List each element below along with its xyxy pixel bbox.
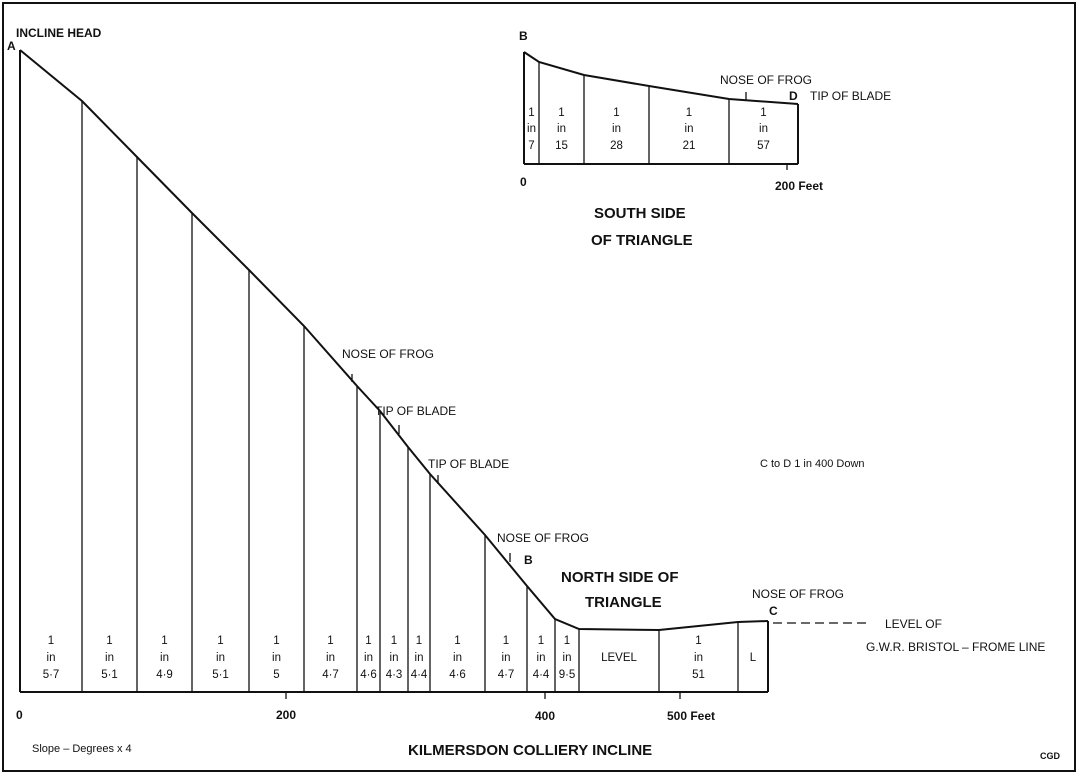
gradient-label: 4·3 [386, 669, 403, 681]
annotation-nose-of-frog-2: NOSE OF FROG [497, 531, 589, 545]
point-c-label: C [769, 604, 778, 618]
gradient-label: 57 [757, 140, 770, 152]
gradient-label: L [750, 652, 757, 664]
north-side-profile: 1in5·71in5·11in4·91in5·11in51in4·71in4·6… [19, 49, 769, 693]
gradient-label: 4·4 [411, 669, 428, 681]
gradient-label: 4·4 [533, 669, 550, 681]
gradient-label: 4·7 [498, 669, 515, 681]
south-axis-label-0: 0 [520, 175, 527, 189]
gradient-label: 4·6 [449, 669, 466, 681]
c-to-d-note: C to D 1 in 400 Down [760, 458, 865, 470]
gradient-label: 4·7 [322, 669, 339, 681]
north-side-heading-2: TRIANGLE [585, 594, 662, 611]
gradient-label: 1 [528, 107, 534, 119]
south-side-profile: 1 in 7 1 in 15 1 in 28 1 in 21 1 in 57 [523, 51, 799, 165]
diagram-title: KILMERSDON COLLIERY INCLINE [408, 742, 652, 759]
point-a-label: A [7, 39, 16, 53]
gradient-label: in [364, 652, 373, 664]
gradient-label: 9·5 [559, 669, 576, 681]
north-side-heading-1: NORTH SIDE OF [561, 569, 679, 586]
gradient-label: 15 [555, 140, 568, 152]
gradient-label: 28 [610, 140, 623, 152]
gradient-label: in [105, 652, 114, 664]
point-d-label: D [789, 89, 798, 103]
gradient-label: in [502, 652, 511, 664]
gradient-label: in [160, 652, 169, 664]
gradient-label: 1 [365, 635, 371, 647]
gradient-label: in [612, 123, 621, 135]
south-axis-label-200-feet: 200 Feet [775, 179, 823, 193]
gradient-label: 1 [391, 635, 397, 647]
gradient-label: 5 [273, 669, 279, 681]
south-annotation-tip-of-blade: TIP OF BLADE [810, 89, 891, 103]
gradient-label: 1 [217, 635, 223, 647]
south-side-heading-1: SOUTH SIDE [594, 205, 686, 222]
axis-label-400: 400 [535, 709, 555, 723]
gradient-label: 1 [273, 635, 279, 647]
annotation-nose-of-frog-1: NOSE OF FROG [342, 347, 434, 361]
gradient-label: 1 [564, 635, 570, 647]
level-of-label: LEVEL OF [885, 617, 942, 631]
south-profile-line [523, 51, 799, 105]
gradient-label: in [527, 123, 536, 135]
gradient-label: in [694, 652, 703, 664]
gradient-label: 5·1 [101, 669, 118, 681]
south-side-heading-2: OF TRIANGLE [591, 232, 693, 249]
gradient-label: in [759, 123, 768, 135]
gradient-label: 1 [106, 635, 112, 647]
gradient-label: in [537, 652, 546, 664]
annotation-tip-of-blade-2: TIP OF BLADE [428, 457, 509, 471]
gradient-label: 1 [695, 635, 701, 647]
gradient-label: in [557, 123, 566, 135]
gradient-label: 1 [48, 635, 54, 647]
gradient-label: 4·6 [360, 669, 377, 681]
credit-initials: CGD [1040, 751, 1061, 761]
gradient-label: 1 [416, 635, 422, 647]
gradient-label: 7 [528, 140, 534, 152]
gradient-label: 1 [613, 107, 619, 119]
gradient-label: 5·1 [212, 669, 229, 681]
gradient-label: 51 [692, 669, 705, 681]
gradient-label: in [563, 652, 572, 664]
gradient-label: 1 [686, 107, 692, 119]
slope-legend: Slope – Degrees x 4 [32, 743, 132, 755]
south-point-b-label: B [519, 29, 528, 43]
gradient-label: in [326, 652, 335, 664]
gradient-label: 1 [538, 635, 544, 647]
gradient-label: in [453, 652, 462, 664]
gradient-label: 5·7 [43, 669, 60, 681]
gradient-label: in [272, 652, 281, 664]
gradient-label: LEVEL [601, 652, 637, 664]
incline-head-label: INCLINE HEAD [16, 26, 102, 40]
gradient-label: 1 [760, 107, 766, 119]
gradient-label: 1 [558, 107, 564, 119]
annotation-tip-of-blade-1: TIP OF BLADE [375, 404, 456, 418]
gradient-label: 1 [327, 635, 333, 647]
gradient-label: 4·9 [156, 669, 173, 681]
south-annotation-nose-of-frog: NOSE OF FROG [720, 73, 812, 87]
main-profile-line [19, 49, 769, 632]
gradient-label: 1 [503, 635, 509, 647]
axis-label-0: 0 [16, 708, 23, 722]
gwr-line-label: G.W.R. BRISTOL – FROME LINE [866, 640, 1045, 654]
gradient-label: 1 [454, 635, 460, 647]
gradient-label: in [685, 123, 694, 135]
gradient-label: 1 [161, 635, 167, 647]
gradient-label: in [390, 652, 399, 664]
gradient-label: 21 [683, 140, 696, 152]
axis-label-200: 200 [276, 708, 296, 722]
axis-label-500-feet: 500 Feet [667, 709, 715, 723]
annotation-nose-of-frog-3: NOSE OF FROG [752, 587, 844, 601]
gradient-label: in [47, 652, 56, 664]
point-b-label: B [524, 553, 533, 567]
gradient-label: in [216, 652, 225, 664]
gradient-label: in [415, 652, 424, 664]
